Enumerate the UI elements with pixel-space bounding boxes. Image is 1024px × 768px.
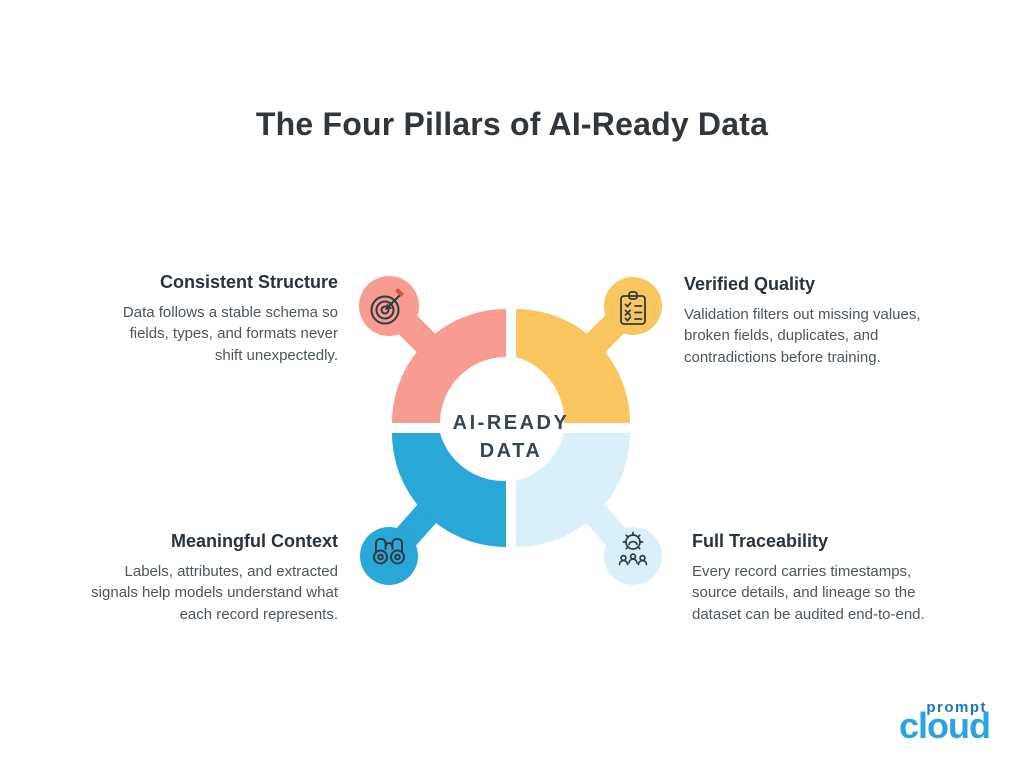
binoculars-left-barrel [375,538,387,553]
badge-meaningful-context [360,527,418,585]
binoculars-bridge [385,542,393,547]
binoculars-right-lens [390,549,405,565]
quadrant-full-traceability [516,433,630,547]
gear-inner-arc [628,540,638,546]
pillar-consistent-structure: Consistent Structure Data follows a stab… [98,272,338,366]
pillar-body-meaningful-context: Labels, attributes, and extracted signal… [91,563,338,623]
logo-word-prompt: prompt [926,699,987,716]
pillar-full-traceability: Full Traceability Every record carries t… [692,531,954,625]
quadrant-consistent-structure [392,309,506,423]
badge-full-traceability [604,527,662,585]
binoculars-left-lens [373,549,388,565]
person-center-body [628,558,638,564]
binoculars-right-inner [394,553,401,561]
gear-teeth [622,531,644,550]
target-mid-ring [375,300,395,320]
person-right-body [637,559,648,566]
pillar-verified-quality: Verified Quality Validation filters out … [684,274,960,368]
center-label-line2: DATA [479,440,543,462]
check-row1 [624,302,632,308]
quadrant-meaningful-context [392,433,506,547]
cross-row2 [624,309,631,316]
dart-arrowhead [385,303,393,310]
check-row3 [624,316,632,322]
binoculars-left-inner [377,553,384,561]
pillar-heading-meaningful-context: Meaningful Context [171,531,338,551]
donut-svg [359,276,662,585]
target-bullseye [380,305,390,315]
pillar-heading-consistent-structure: Consistent Structure [159,272,338,292]
target-dartboard-icon [370,288,404,325]
pillar-meaningful-context: Meaningful Context Labels, attributes, a… [78,531,338,625]
central-donut-graphic: AI-READY DATA [351,268,671,588]
dart-fletching [395,288,404,297]
target-outer-ring [370,295,400,325]
person-left-body [618,559,629,566]
center-label: AI-READY DATA [351,409,671,465]
quadrant-verified-quality [516,309,630,423]
pillar-heading-verified-quality: Verified Quality [684,274,816,294]
clipboard-body [620,295,646,325]
center-label-line1: AI-READY [452,412,570,434]
page-title: The Four Pillars of AI-Ready Data [255,106,769,142]
promptcloud-logo: prompt cloud [899,699,991,746]
clipboard-clip [628,291,638,300]
logo-word-cloud: cloud [899,705,991,746]
binoculars-right-barrel [391,538,403,553]
pillar-heading-full-traceability: Full Traceability [692,531,829,551]
binoculars-icon [373,538,405,565]
pillar-body-verified-quality: Validation filters out missing values, b… [684,306,921,366]
pillar-body-full-traceability: Every record carries timestamps, source … [692,563,925,623]
gear-team-icon [618,531,648,566]
badge-verified-quality [604,277,662,335]
clipboard-checklist-icon [620,291,646,325]
pillar-body-consistent-structure: Data follows a stable schema so fields, … [122,304,338,364]
